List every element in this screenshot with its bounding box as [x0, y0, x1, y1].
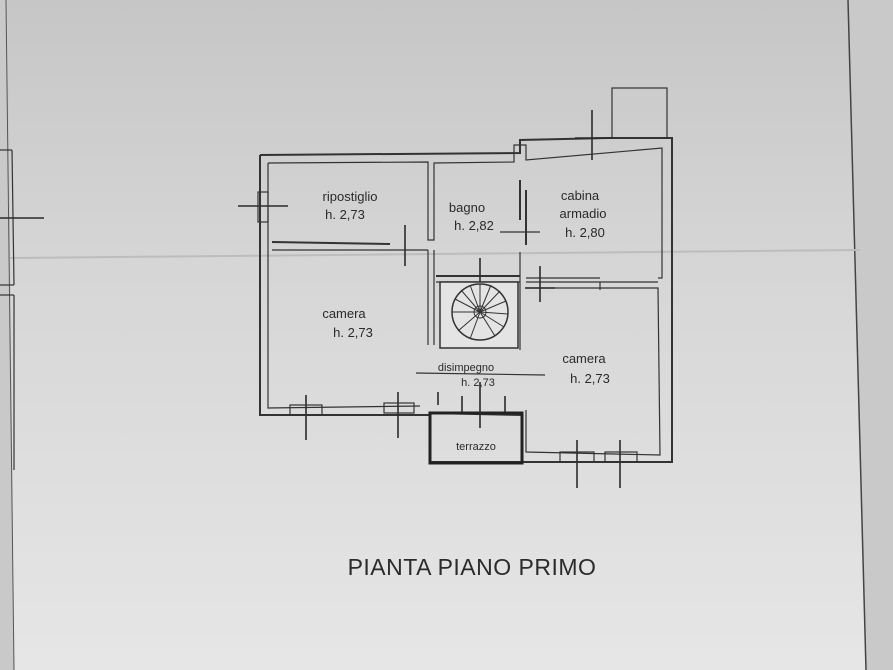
- label-cabina-line1: cabina: [561, 188, 600, 203]
- label-camera-left: camera: [322, 306, 366, 321]
- paper-sheet: [8, 0, 866, 670]
- label-camera-right: camera: [562, 351, 606, 366]
- height-disimpegno: h. 2,73: [461, 377, 495, 389]
- label-ripostiglio: ripostiglio: [323, 189, 378, 204]
- height-bagno: h. 2,82: [454, 218, 494, 233]
- height-cabina: h. 2,80: [565, 225, 605, 240]
- height-ripostiglio: h. 2,73: [325, 207, 365, 222]
- floor-plan: ripostiglio h. 2,73 bagno h. 2,82 cabina…: [238, 87, 673, 488]
- partition-ripostiglio: [271, 241, 391, 245]
- label-bagno: bagno: [449, 200, 485, 215]
- plan-title: PIANTA PIANO PRIMO: [348, 554, 597, 580]
- label-terrazzo: terrazzo: [456, 441, 496, 453]
- label-disimpegno: disimpegno: [438, 362, 494, 374]
- top-balcony: [611, 87, 668, 139]
- terrazzo-room: [428, 411, 524, 465]
- label-cabina-line2: armadio: [560, 206, 607, 221]
- spiral-staircase: [439, 258, 519, 349]
- height-camera-left: h. 2,73: [333, 325, 373, 340]
- height-camera-right: h. 2,73: [570, 371, 610, 386]
- paper-fold: [9, 249, 861, 259]
- opening-markers: [238, 110, 638, 488]
- left-edge-fragment: [0, 149, 44, 470]
